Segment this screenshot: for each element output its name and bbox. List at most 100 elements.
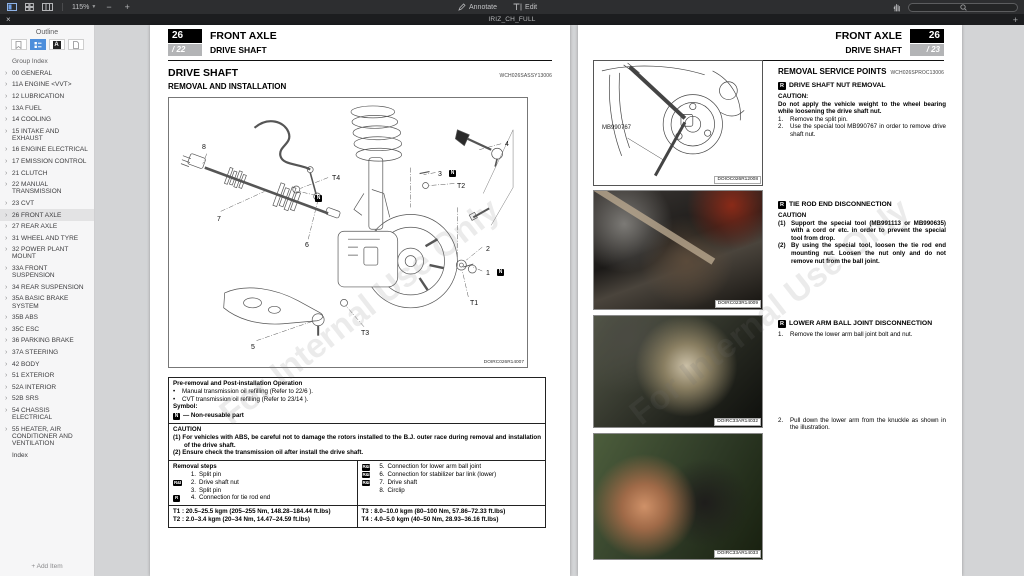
sidebar-item[interactable]: ›37A STEERING (0, 347, 94, 359)
expand-arrow-icon[interactable]: › (5, 181, 8, 189)
expand-arrow-icon[interactable]: › (5, 295, 8, 303)
tab-pages[interactable] (67, 39, 84, 50)
diagram-callout: T1 (470, 300, 479, 307)
expand-arrow-icon[interactable]: › (5, 92, 8, 100)
sidebar-item[interactable]: ›52A INTERIOR (0, 381, 94, 393)
sidebar-item[interactable]: ›33A FRONT SUSPENSION (0, 263, 94, 282)
non-reusable-badge: N (449, 170, 456, 177)
zoom-out-button[interactable]: − (106, 2, 112, 12)
expand-arrow-icon[interactable]: › (5, 199, 8, 207)
expand-arrow-icon[interactable]: › (5, 337, 8, 345)
sidebar-item[interactable]: › 27 REAR AXLE (0, 221, 94, 233)
expand-arrow-icon[interactable]: › (5, 234, 8, 242)
removal-badge: R (778, 82, 786, 90)
sidebar-item[interactable]: ›13A FUEL (0, 102, 94, 114)
sidebar-item-label: 22 MANUAL TRANSMISSION (12, 181, 62, 196)
page-left: For Internal Use Only 26 FRONT AXLE / 22… (150, 25, 570, 576)
sidebar-item[interactable]: › 14 COOLING (0, 114, 94, 126)
sidebar-item[interactable]: ›35C ESC (0, 324, 94, 336)
sidebar-item[interactable]: ›54 CHASSIS ELECTRICAL (0, 405, 94, 424)
search-icon (959, 3, 967, 11)
sidebar-item[interactable]: ›26 FRONT AXLE (0, 209, 94, 221)
expand-arrow-icon[interactable]: › (5, 223, 8, 231)
sidebar-item[interactable]: ›36 PARKING BRAKE (0, 335, 94, 347)
sidebar-item[interactable]: ›35B ABS (0, 312, 94, 324)
expand-arrow-icon[interactable]: › (5, 406, 8, 414)
sidebar-item[interactable]: ›23 CVT (0, 198, 94, 210)
sidebar-item[interactable]: › 22 MANUAL TRANSMISSION (0, 179, 94, 198)
annotate-button[interactable]: Annotate (458, 3, 497, 11)
add-item-button[interactable]: + Add Item (31, 563, 63, 570)
toolbar-divider (62, 3, 63, 11)
expand-arrow-icon[interactable]: › (5, 325, 8, 333)
sidebar-item[interactable]: ›00 GENERAL (0, 68, 94, 80)
expand-arrow-icon[interactable]: › (5, 169, 8, 177)
chevron-down-icon[interactable]: ▼ (91, 4, 97, 10)
tab-bookmarks[interactable] (10, 39, 27, 50)
expand-arrow-icon[interactable]: › (5, 395, 8, 403)
expand-arrow-icon[interactable]: › (5, 104, 8, 112)
sidebar-item[interactable]: ›34 REAR SUSPENSION (0, 282, 94, 294)
search-input[interactable] (908, 2, 1018, 12)
expand-arrow-icon[interactable]: › (5, 283, 8, 291)
sidebar-item-label: 55 HEATER, AIR CONDITIONER AND VENTILATI… (12, 425, 73, 447)
sidebar-item[interactable]: ›32 POWER PLANT MOUNT (0, 244, 94, 263)
sidebar-item[interactable]: ›42 BODY (0, 358, 94, 370)
zoom-in-button[interactable]: + (124, 2, 130, 12)
edit-button[interactable]: Edit (513, 3, 537, 11)
diagram-callout: 8 (202, 144, 206, 151)
document-canvas[interactable]: For Internal Use Only 26 FRONT AXLE / 22… (95, 25, 1024, 576)
sidebar-item[interactable]: ›35A BASIC BRAKE SYSTEM (0, 293, 94, 312)
document-tab[interactable]: IRIZ_CH_FULL (488, 16, 536, 23)
hand-tool-icon[interactable] (891, 3, 902, 12)
sidebar-item[interactable]: ›31 WHEEL AND TYRE (0, 233, 94, 245)
non-reusable-badge: N (173, 412, 180, 420)
expand-arrow-icon[interactable]: › (5, 69, 8, 77)
chapter-number-box: 26 (168, 28, 202, 43)
expand-arrow-icon[interactable]: › (5, 314, 8, 322)
sidebar-item[interactable]: ›15 INTAKE AND EXHAUST (0, 125, 94, 144)
expand-arrow-icon[interactable]: › (5, 383, 8, 391)
expand-arrow-icon[interactable]: › (5, 158, 8, 166)
sidebar-item[interactable]: ›21 CLUTCH (0, 167, 94, 179)
expand-arrow-icon[interactable]: › (5, 81, 8, 89)
sidebar-item[interactable]: ›17 EMISSION CONTROL (0, 156, 94, 168)
expand-arrow-icon[interactable]: › (5, 372, 8, 380)
sidebar-item-label: 14 COOLING (12, 116, 52, 124)
expand-arrow-icon[interactable]: › (5, 360, 8, 368)
expand-arrow-icon[interactable]: › (5, 246, 8, 254)
zoom-control[interactable]: 115% ▼ (72, 4, 96, 11)
header-rule (596, 60, 944, 61)
sidebar-item[interactable]: ›52B SRS (0, 393, 94, 405)
expand-arrow-icon[interactable]: › (5, 265, 8, 273)
sidebar-item-label: 27 REAR AXLE (12, 223, 58, 231)
page-layout-icon[interactable] (42, 3, 53, 12)
removal-step: 8.Circlip (379, 486, 405, 494)
sidebar-toggle-icon[interactable] (6, 3, 17, 12)
diagram-callout: 7 (217, 216, 221, 223)
sidebar-item[interactable]: Group Index (0, 56, 94, 68)
service-point-badge: R&I (361, 479, 371, 487)
sidebar-item-label: 51 EXTERIOR (12, 372, 55, 380)
sidebar-item[interactable]: ›16 ENGINE ELECTRICAL (0, 144, 94, 156)
zoom-level[interactable]: 115% (72, 3, 90, 11)
pre-post-operation-section: Pre-removal and Post-installation Operat… (169, 378, 545, 423)
sidebar-item[interactable]: ›12 LUBRICATION (0, 91, 94, 103)
lower-arm-ball-joint-section: R LOWER ARM BALL JOINT DISCONNECTION 1.R… (778, 320, 946, 432)
expand-arrow-icon[interactable]: › (5, 127, 8, 135)
expand-arrow-icon[interactable]: › (5, 425, 8, 433)
add-tab-icon[interactable]: + (1012, 14, 1018, 25)
expand-arrow-icon[interactable]: › (5, 116, 8, 124)
sidebar-item[interactable]: › 51 EXTERIOR (0, 370, 94, 382)
sidebar-item[interactable]: ›11A ENGINE <VVT> (0, 79, 94, 91)
expand-arrow-icon[interactable]: › (5, 348, 8, 356)
thumbnail-view-icon[interactable] (24, 3, 35, 12)
expand-arrow-icon[interactable]: › (5, 211, 8, 219)
sidebar-item[interactable]: Index (0, 449, 94, 461)
expand-arrow-icon[interactable]: › (5, 146, 8, 154)
close-tab-icon[interactable]: × (6, 14, 11, 24)
tab-outline[interactable] (29, 39, 46, 50)
tab-annotations[interactable]: A (48, 39, 65, 50)
sidebar-item[interactable]: › 55 HEATER, AIR CONDITIONER AND VENTILAT… (0, 423, 94, 449)
